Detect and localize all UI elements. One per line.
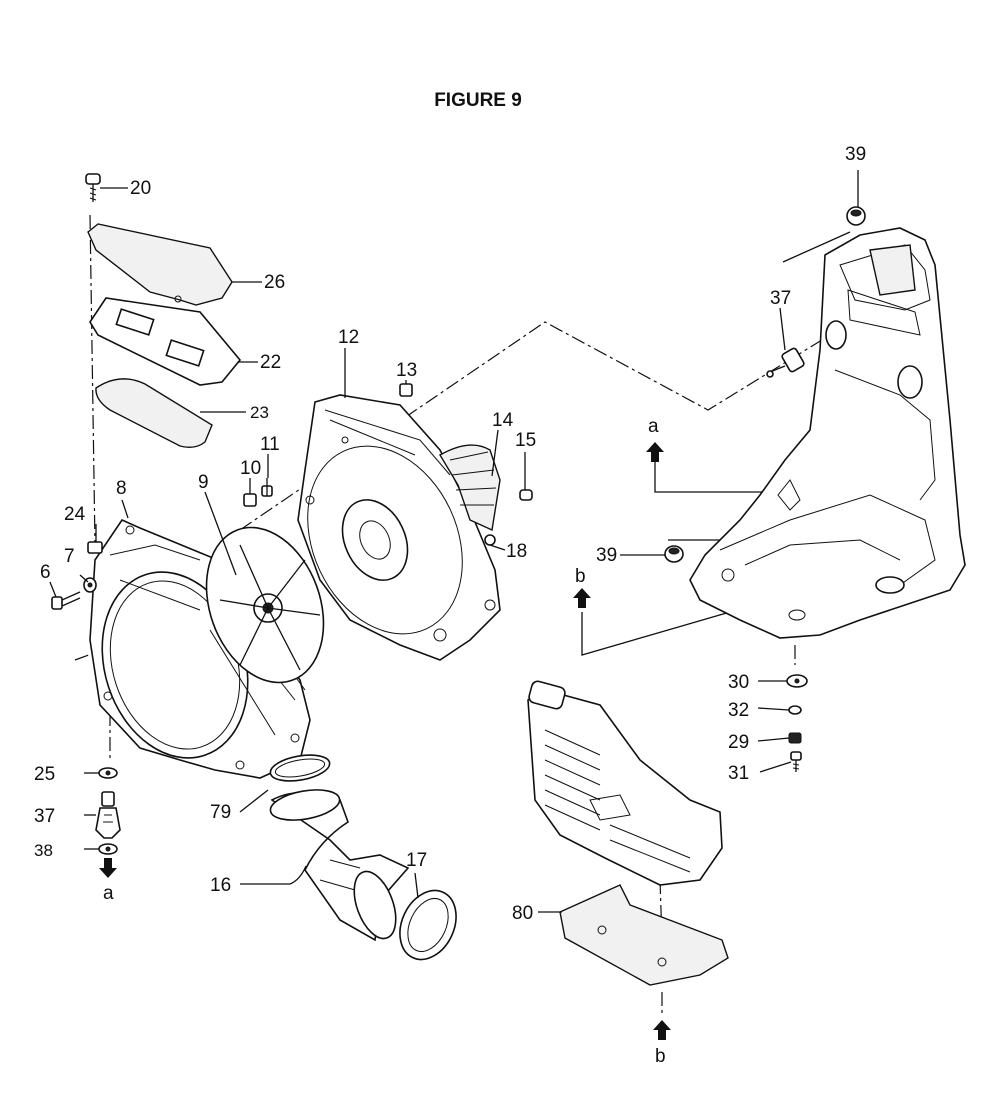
screw-20 <box>85 173 101 202</box>
washer-32 <box>788 705 802 715</box>
label-17: 17 <box>406 850 427 871</box>
label-26: 26 <box>264 272 285 293</box>
nut-13 <box>399 383 413 397</box>
bolt-11 <box>261 478 273 497</box>
bolt-6 <box>51 591 81 610</box>
screen-14 <box>439 444 501 532</box>
elbow-pipe-16 <box>269 789 410 942</box>
washer-7 <box>83 577 97 593</box>
washer-30 <box>786 674 808 688</box>
label-13: 13 <box>396 360 417 381</box>
label-11: 11 <box>260 434 280 455</box>
label-31: 31 <box>728 763 749 784</box>
cover-26 <box>87 223 233 306</box>
arrow-up-b <box>573 588 591 608</box>
o-ring-79 <box>269 754 331 782</box>
arrow-up-a <box>646 442 664 462</box>
screw-15 <box>519 489 533 501</box>
arrow-up-b-bottom <box>653 1020 671 1040</box>
filter-pad-23 <box>95 378 213 449</box>
label-18: 18 <box>506 541 527 562</box>
backpack-frame <box>689 227 966 639</box>
label-10: 10 <box>240 458 261 479</box>
ref-a-bottom: a <box>103 883 114 904</box>
ring-17 <box>399 889 457 961</box>
label-14: 14 <box>492 410 514 431</box>
nut-24 <box>87 541 103 554</box>
label-37-left: 37 <box>34 806 55 827</box>
label-24: 24 <box>64 504 86 525</box>
ref-b-bottom: b <box>655 1046 666 1067</box>
washer-38 <box>98 843 118 855</box>
mount-37-right <box>766 347 805 378</box>
washer-25 <box>98 767 118 779</box>
cap-39-mid <box>664 545 684 563</box>
nut-29 <box>788 732 802 744</box>
label-29: 29 <box>728 732 749 753</box>
label-39-mid: 39 <box>596 545 617 566</box>
cap-39-top <box>846 206 866 226</box>
reference-letters: a b a b <box>103 416 666 1067</box>
pin-18 <box>484 534 496 546</box>
label-20: 20 <box>130 178 151 199</box>
nut-10 <box>243 493 257 507</box>
label-9: 9 <box>198 472 209 493</box>
label-7: 7 <box>64 546 75 567</box>
figure-title: FIGURE 9 <box>434 90 522 111</box>
label-25: 25 <box>34 764 55 785</box>
label-80: 80 <box>512 903 533 924</box>
leader-lines <box>49 170 859 913</box>
label-15: 15 <box>515 430 536 451</box>
volute-12 <box>297 394 501 661</box>
label-32: 32 <box>728 700 749 721</box>
mount-37-left <box>95 791 121 839</box>
part-labels: 20 26 22 23 12 13 14 15 18 11 10 8 9 24 … <box>34 144 866 924</box>
label-23: 23 <box>250 403 269 422</box>
arrow-down-a <box>99 858 117 878</box>
label-6: 6 <box>40 562 51 583</box>
label-39-top: 39 <box>845 144 866 165</box>
bolt-31 <box>790 751 802 772</box>
ref-b-left: b <box>575 566 586 587</box>
label-12: 12 <box>338 327 359 348</box>
label-22: 22 <box>260 352 281 373</box>
plate-80 <box>559 884 729 986</box>
label-38: 38 <box>34 841 53 860</box>
label-79: 79 <box>210 802 231 823</box>
label-30: 30 <box>728 672 749 693</box>
fuel-tank <box>527 680 723 886</box>
ref-a-top: a <box>648 416 659 437</box>
label-8: 8 <box>116 478 127 499</box>
label-37-right: 37 <box>770 288 791 309</box>
label-16: 16 <box>210 875 231 896</box>
impeller-9 <box>205 526 325 684</box>
gasket-22 <box>89 297 242 386</box>
